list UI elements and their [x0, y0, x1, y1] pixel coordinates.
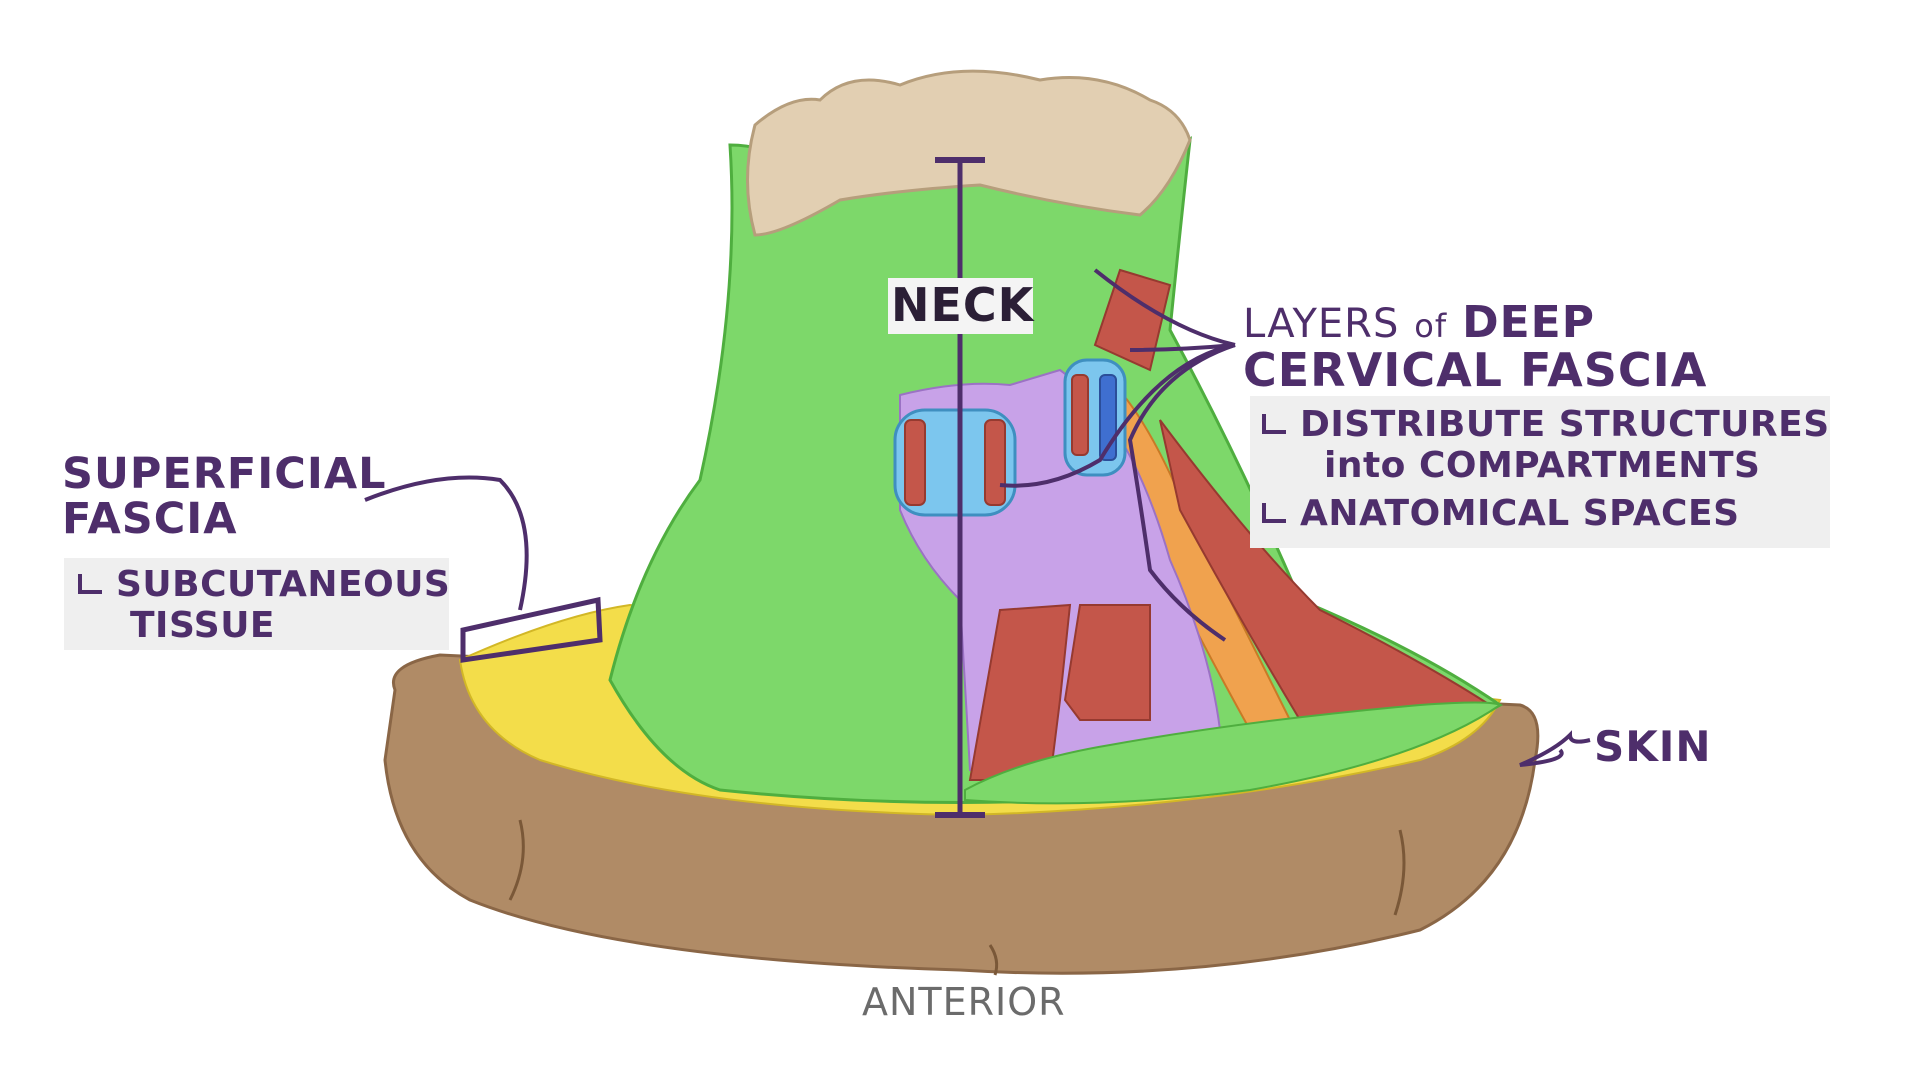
deep-fascia-sub-text: DISTRIBUTE STRUCTURES into COMPARTMENTS …: [1262, 404, 1830, 534]
superficial-fascia-title: SUPERFICIAL FASCIA: [62, 449, 387, 545]
superficial-sub-box: [64, 558, 449, 650]
mandible-bone: [746, 69, 1192, 237]
bracket-icon: [1262, 502, 1286, 523]
superficial-sub-text: SUBCUTANEOUS TISSUE: [78, 564, 450, 647]
anterior-label: ANTERIOR: [862, 980, 1066, 1024]
deep-fascia-sub-box: [1250, 396, 1830, 548]
upper-muscle-block: [1093, 268, 1172, 372]
strap-muscle-left: [968, 603, 1072, 781]
skin-label: SKIN: [1594, 722, 1712, 771]
bracket-icon: [1262, 414, 1286, 434]
bracket-icon: [78, 574, 102, 594]
strap-muscle-right: [1063, 604, 1151, 721]
neck-label: NECK: [891, 278, 1035, 332]
deep-fascia-title: LAYERS of DEEP CERVICAL FASCIA: [1243, 297, 1708, 398]
